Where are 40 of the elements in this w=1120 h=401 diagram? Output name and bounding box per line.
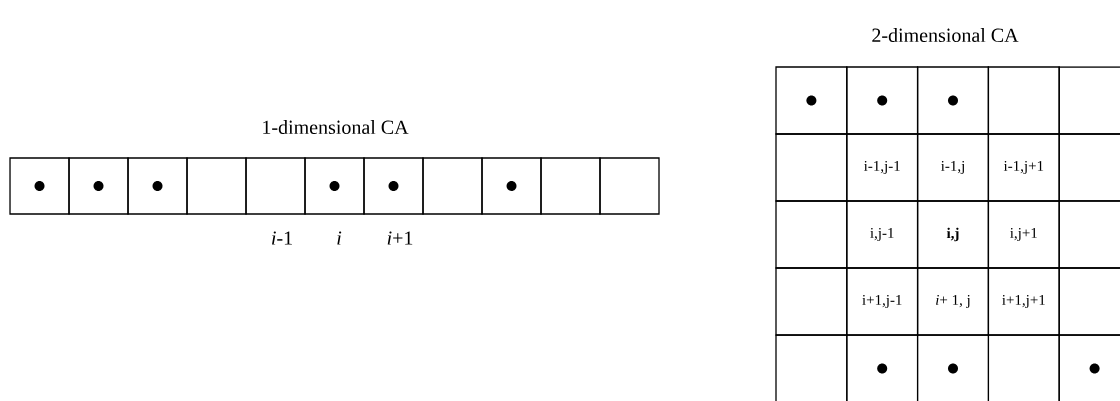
grid-cell xyxy=(987,66,1060,135)
grid-cell xyxy=(775,133,848,202)
grid-cell: i-1,j xyxy=(916,133,990,202)
grid-cell: i+1,j-1 xyxy=(846,267,919,336)
grid-cell xyxy=(363,157,424,215)
grid-cell xyxy=(775,66,848,135)
grid-cell xyxy=(599,157,660,215)
grid-cell xyxy=(1058,66,1120,135)
grid-cell xyxy=(304,157,365,215)
grid-cell: i-1,j-1 xyxy=(846,133,919,202)
grid-cell xyxy=(186,157,247,215)
grid-cell: i,j xyxy=(916,200,990,269)
grid-cell xyxy=(775,267,848,336)
index-label: i xyxy=(337,231,342,245)
grid-cell xyxy=(775,334,848,401)
grid-cell xyxy=(127,157,188,215)
grid-cell xyxy=(422,157,483,215)
grid-cell xyxy=(846,66,919,135)
grid-cell xyxy=(245,157,306,215)
grid-cell xyxy=(68,157,129,215)
index-label: i+1 xyxy=(387,231,413,245)
heading: 2-dimensional CA xyxy=(872,27,1019,43)
grid-cell xyxy=(9,157,70,215)
grid-cell xyxy=(987,334,1060,401)
grid-cell xyxy=(540,157,601,215)
grid-cell: i,j+1 xyxy=(987,200,1060,269)
grid-cell xyxy=(1058,133,1120,202)
grid-cell xyxy=(1058,267,1120,336)
grid-cell xyxy=(481,157,542,215)
grid-cell xyxy=(916,66,990,135)
grid-cell: i-1,j+1 xyxy=(987,133,1060,202)
grid-cell: i+ 1, j xyxy=(916,267,990,336)
grid-cell: i,j-1 xyxy=(846,200,919,269)
grid-cell: i+1,j+1 xyxy=(987,267,1060,336)
grid-cell xyxy=(1058,200,1120,269)
grid-cell xyxy=(775,200,848,269)
grid-cell xyxy=(916,334,990,401)
heading: 1-dimensional CA xyxy=(263,119,409,134)
index-label: i-1 xyxy=(272,231,292,245)
grid-cell xyxy=(1058,334,1120,401)
